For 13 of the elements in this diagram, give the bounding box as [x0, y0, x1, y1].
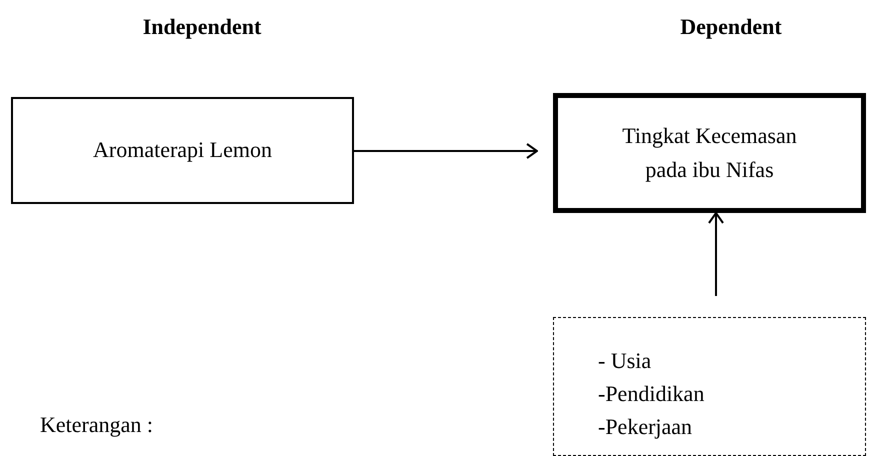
column-heading: Independent — [142, 14, 262, 40]
node-text: -Pendidikan — [598, 380, 704, 408]
dependent-variable-box — [553, 93, 866, 213]
legend-heading: Keterangan : — [40, 412, 153, 438]
node-text: -Pekerjaan — [598, 413, 692, 441]
node-text: Tingkat Kecemasan pada ibu Nifas — [621, 122, 798, 184]
arrow — [354, 143, 538, 159]
independent-variable-box — [11, 97, 354, 204]
column-heading: Dependent — [680, 14, 782, 40]
arrow — [708, 212, 724, 296]
node-text: Aromaterapi Lemon — [93, 136, 272, 164]
node-text: - Usia — [598, 347, 652, 375]
confounding-variable-box — [553, 317, 866, 456]
